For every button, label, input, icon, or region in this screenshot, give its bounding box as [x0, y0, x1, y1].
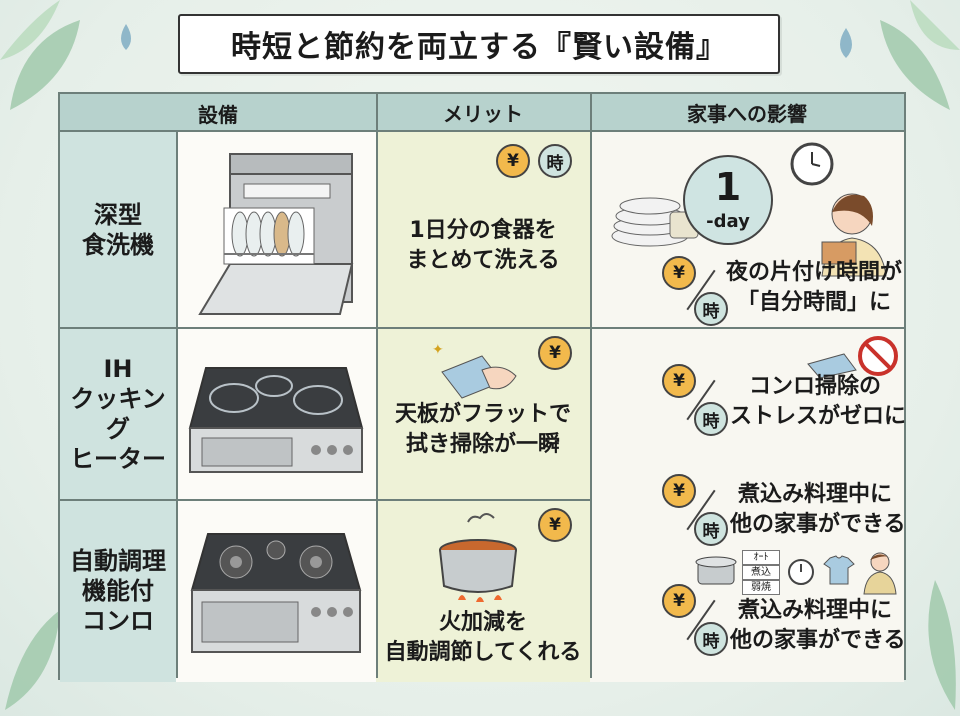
woman-doing-chores-icon [863, 552, 897, 595]
header-equipment [60, 94, 176, 132]
water-drop-icon [840, 28, 852, 58]
header-equipment-image-area [176, 94, 376, 132]
leaf-decoration-bottom-right [928, 580, 956, 710]
header-equipment-label: 設備 [198, 102, 238, 127]
row-1-name-line-1: 深型 [94, 201, 142, 229]
grid-line [590, 327, 904, 329]
pot-icon [695, 556, 737, 585]
yen-badge: ¥ [496, 144, 530, 178]
row-2-3-effect: ¥ 時 コンロ掃除のストレスがゼロに ¥ 時 煮込み料理中に他の家事ができる ｵ… [590, 328, 906, 682]
row-3-merit-text: 火加減を自動調節してくれる [376, 608, 590, 667]
water-drop-icon [121, 24, 131, 50]
row-2-merit-text: 天板がフラットで拭き掃除が一瞬 [376, 400, 590, 459]
row-3-image [176, 500, 376, 682]
day-number: 1 [714, 165, 742, 209]
yen-badge: ¥ [662, 584, 696, 618]
gas-stove-icon [190, 533, 362, 653]
row-2-effect-line-2: ストレスがゼロに [730, 403, 907, 429]
row-1-image [176, 132, 376, 328]
row-2-merit-line-2: 拭き掃除が一瞬 [405, 431, 560, 457]
yen-badge: ¥ [538, 336, 572, 370]
row-3-name-line-2: 機能付 [82, 577, 154, 605]
shirt-icon [823, 555, 855, 585]
row-2-effect-line-1: コンロ掃除の [748, 374, 881, 399]
wiping-cloth-icon: ✦ [432, 342, 517, 399]
yen-badge: ¥ [538, 508, 572, 542]
row-3-merit-line-1: 火加減を [438, 610, 527, 635]
note-simmer: 煮込 [742, 565, 780, 580]
row-3-name: 自動調理機能付コンロ [60, 500, 176, 682]
time-badge: 時 [694, 622, 728, 656]
row-2-name-line-3: ヒーター [70, 445, 166, 473]
row-3-merit: ¥ 火加減を自動調節してくれる [376, 500, 590, 682]
page-title: 時短と節約を両立する『賢い設備』 [178, 14, 780, 74]
row-1-name-line-2: 食洗機 [82, 231, 154, 259]
yen-badge: ¥ [662, 364, 696, 398]
row-1-merit-text: 1日分の食器をまとめて洗える [376, 216, 590, 275]
row-1-merit-line-1: 1日分の食器を [409, 218, 557, 243]
row-1-effect: 1 -day ¥ 時 夜の片付け時間が「自分時間」に [590, 132, 904, 328]
cooking-mode-notes: ｵｰﾄ 煮込 弱焼 [742, 550, 780, 595]
leaf-decoration-bottom-left [5, 610, 60, 710]
time-badge: 時 [538, 144, 572, 178]
no-wiping-icon [807, 336, 898, 379]
grid-line [590, 94, 592, 678]
row-3-effect-repeat-line-1: 煮込み料理中に [737, 598, 892, 623]
yen-badge: ¥ [662, 474, 696, 508]
grid-line [376, 94, 378, 678]
row-3-effect-line-2: 他の家事ができる [730, 511, 906, 537]
row-2-image [176, 328, 376, 500]
row-1-effect-line-2: 「自分時間」に [736, 289, 891, 315]
row-1-effect-line-1: 夜の片付け時間が [725, 260, 902, 285]
row-1-merit: ¥ 時 1日分の食器をまとめて洗える [376, 132, 590, 328]
grid-line [60, 499, 590, 501]
row-3-name-line-1: 自動調理 [70, 547, 166, 575]
time-badge: 時 [694, 402, 728, 436]
row-2-merit-line-1: 天板がフラットで [394, 402, 571, 427]
comparison-table: 設備 メリット 家事への影響 深型食洗機 ¥ 時 1日分の食器をまとめて洗える [58, 92, 906, 682]
row-1-name: 深型食洗機 [60, 132, 176, 328]
note-low-heat: 弱焼 [742, 580, 780, 595]
dish-stack-icon [611, 197, 699, 247]
row-3-effect-line-1: 煮込み料理中に [737, 482, 892, 507]
row-3-name-line-3: コンロ [82, 607, 154, 635]
row-3-effect-text-repeat: 煮込み料理中に他の家事ができる [730, 596, 906, 655]
svg-text:✦: ✦ [432, 342, 444, 358]
day-unit: -day [706, 211, 750, 232]
row-3-effect-repeat-line-2: 他の家事ができる [730, 627, 906, 653]
simmering-pot-icon [439, 513, 517, 602]
calendar-circle-icon [683, 155, 773, 245]
row-2-merit: ✦ ¥ 天板がフラットで拭き掃除が一瞬 [376, 328, 590, 500]
reading-woman-icon [821, 193, 887, 277]
time-badge: 時 [694, 512, 728, 546]
row-1-merit-line-2: まとめて洗える [406, 247, 560, 273]
leaf-decoration-top-right [880, 0, 960, 110]
header-merit: メリット [376, 94, 590, 132]
row-3-effect-text: 煮込み料理中に他の家事ができる [730, 480, 906, 539]
grid-line [60, 327, 590, 329]
row-2-name-line-2: クッキング [70, 385, 166, 443]
ih-cooktop-icon [188, 367, 364, 473]
row-2-effect-text: コンロ掃除のストレスがゼロに [730, 372, 906, 431]
note-auto: ｵｰﾄ [742, 550, 780, 565]
header-effect: 家事への影響 [590, 94, 904, 132]
row-3-merit-line-2: 自動調節してくれる [384, 639, 582, 665]
yen-badge: ¥ [662, 256, 696, 290]
dishwasher-icon [198, 153, 354, 315]
row-1-effect-text: 夜の片付け時間が「自分時間」に [724, 258, 904, 317]
grid-line [176, 132, 178, 678]
row-2-name-line-1: IH [103, 355, 133, 383]
timer-icon [788, 559, 814, 585]
time-badge: 時 [694, 292, 728, 326]
wall-clock-icon [790, 142, 834, 186]
leaf-decoration-top-left [0, 0, 80, 110]
